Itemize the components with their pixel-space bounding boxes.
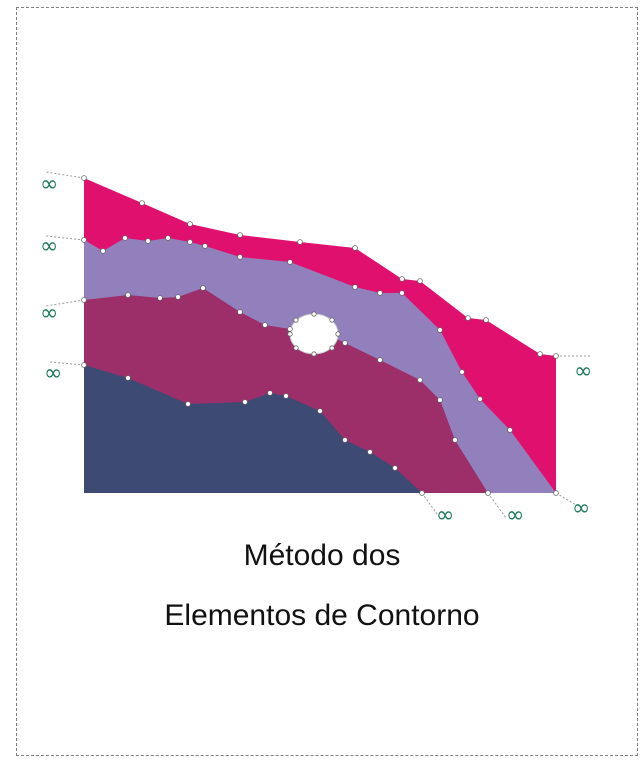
layer-bottom	[84, 365, 422, 493]
infinity-label: ∞	[572, 496, 590, 521]
infinity-label: ∞	[40, 234, 58, 259]
infinite-boundary-lines	[45, 171, 592, 519]
dashed-frame	[16, 7, 638, 756]
caption-line-2: Elementos de Contorno	[164, 599, 480, 632]
boundary-nodes	[81, 175, 559, 496]
caption-line-1: Método dos	[243, 539, 401, 572]
infinity-label: ∞	[436, 503, 454, 528]
infinity-label: ∞	[40, 172, 58, 197]
infinity-label: ∞	[40, 301, 58, 326]
infinity-label: ∞	[574, 359, 592, 384]
infinity-label: ∞	[506, 503, 524, 528]
infinity-label: ∞	[44, 361, 62, 386]
